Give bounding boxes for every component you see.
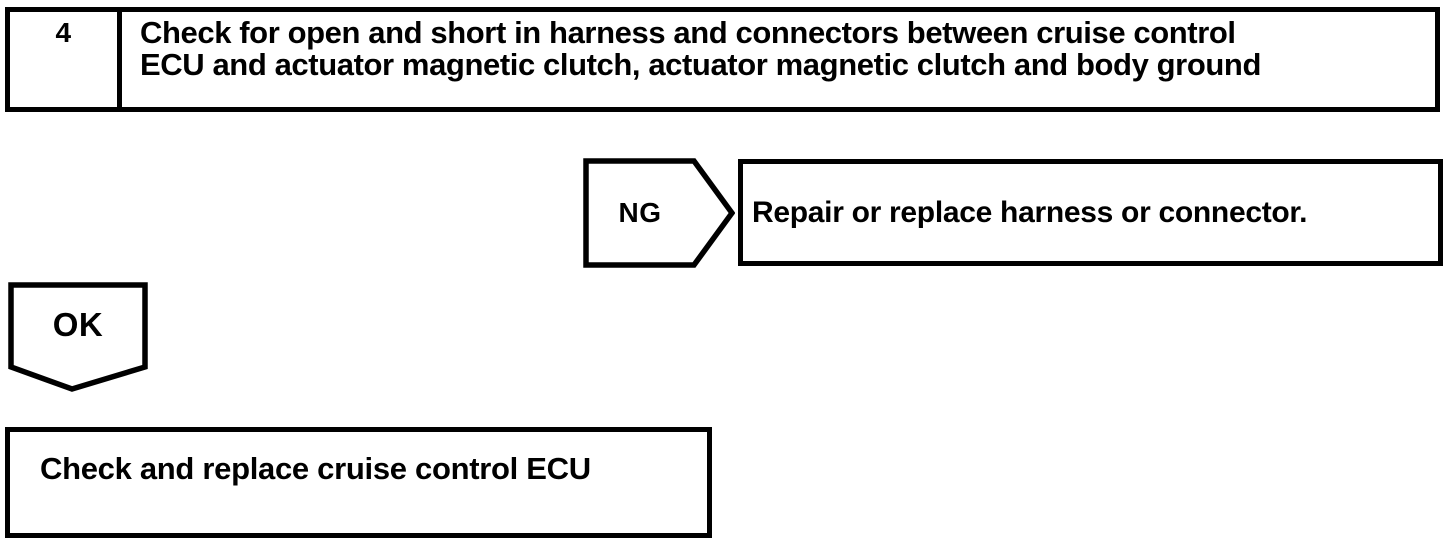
ng-label: NG: [618, 197, 662, 228]
step-number-cell: 4: [10, 12, 122, 107]
ok-pentagon-icon: [8, 282, 148, 392]
step-number: 4: [55, 17, 72, 48]
step-instruction-line-2: ECU and actuator magnetic clutch, actuat…: [140, 47, 1261, 82]
ok-action-box: Check and replace cruise control ECU: [5, 427, 712, 538]
ok-action-text: Check and replace cruise control ECU: [40, 451, 591, 486]
ng-connector: NG: [583, 158, 735, 268]
ok-connector: OK: [8, 282, 148, 392]
ng-action-text: Repair or replace harness or connector.: [752, 195, 1308, 229]
step-box: 4 Check for open and short in harness an…: [5, 7, 1440, 112]
ng-action-box: Repair or replace harness or connector.: [738, 159, 1443, 266]
ok-label: OK: [52, 306, 104, 343]
ng-pentagon-icon: [583, 158, 735, 268]
step-instruction-line-1: Check for open and short in harness and …: [140, 15, 1236, 50]
step-instruction: Check for open and short in harness and …: [122, 12, 1435, 107]
